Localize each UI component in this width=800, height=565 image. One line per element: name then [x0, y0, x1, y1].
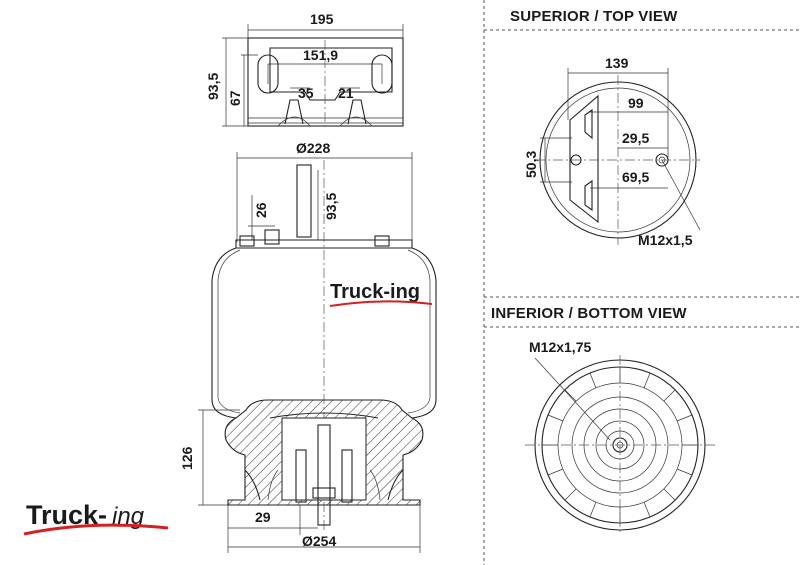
dim-slot-b: 21 — [338, 85, 354, 101]
top-view-drawing — [535, 68, 701, 245]
view-separators — [483, 0, 800, 565]
top-dim-width: 139 — [605, 55, 629, 71]
top-dim-d3: 69,5 — [622, 169, 649, 185]
mounting-plate-drawing — [222, 24, 404, 130]
top-dim-thread: M12x1,5 — [638, 232, 693, 248]
top-dim-d2: 29,5 — [622, 130, 649, 146]
dim-bottom-offset: 29 — [255, 509, 271, 525]
bottom-dim-thread: M12x1,75 — [529, 339, 591, 355]
logo-swoosh — [23, 523, 169, 536]
brand-logo: Truck- ing — [23, 500, 169, 536]
dim-plate-height-total: 93,5 — [205, 73, 221, 100]
dim-stud-offset: 26 — [253, 202, 269, 218]
bottom-view-drawing — [525, 355, 715, 535]
air-spring-side-view — [198, 152, 437, 553]
top-dim-d1: 99 — [628, 95, 644, 111]
dim-bracket-height: 93,5 — [323, 193, 339, 220]
bottom-view-title: INFERIOR / BOTTOM VIEW — [491, 305, 687, 322]
watermark-swoosh — [329, 300, 433, 307]
top-dim-vertical: 50,3 — [523, 151, 539, 178]
dim-diameter-top: Ø228 — [296, 140, 330, 156]
watermark-text: Truck-ing — [330, 281, 420, 303]
dim-plate-height-slot: 67 — [227, 90, 243, 106]
dim-diameter-bottom: Ø254 — [302, 533, 336, 549]
dim-plate-slot-span: 151,9 — [303, 47, 338, 63]
dim-plate-width: 195 — [310, 11, 334, 27]
top-view-title: SUPERIOR / TOP VIEW — [510, 8, 678, 25]
dim-bottom-height: 126 — [179, 446, 195, 470]
dim-slot-a: 35 — [298, 85, 314, 101]
